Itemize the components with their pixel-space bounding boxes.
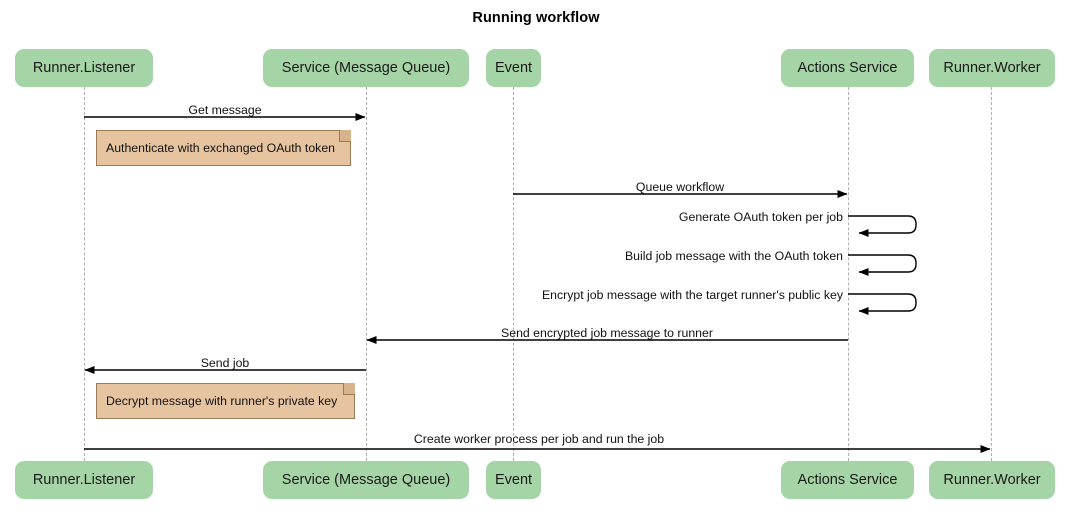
note-label: Decrypt message with runner's private ke…	[106, 394, 338, 408]
participant-runner-listener-bottom[interactable]: Runner.Listener	[15, 461, 153, 499]
lifeline-runner-worker	[991, 87, 992, 461]
message-label-send-encrypted-job-message: Send encrypted job message to runner	[501, 326, 713, 340]
note-fold-corner-icon	[343, 383, 355, 395]
lifeline-runner-listener	[84, 87, 85, 461]
participant-label: Actions Service	[797, 60, 898, 76]
message-label-get-message: Get message	[188, 103, 262, 117]
participant-label: Event	[494, 60, 533, 76]
participant-label: Runner.Worker	[943, 472, 1041, 488]
participant-runner-listener-top[interactable]: Runner.Listener	[15, 49, 153, 87]
note-label: Authenticate with exchanged OAuth token	[106, 141, 336, 155]
message-label-generate-oauth-token-per-job: Generate OAuth token per job	[678, 210, 843, 224]
lifeline-event	[513, 87, 514, 461]
message-selfloop-encrypt-job-message	[848, 293, 917, 315]
participant-service-message-queue-bottom[interactable]: Service (Message Queue)	[263, 461, 469, 499]
participant-runner-worker-top[interactable]: Runner.Worker	[929, 49, 1055, 87]
message-selfloop-generate-oauth-token-per-job	[848, 215, 917, 237]
participant-label: Runner.Listener	[32, 472, 136, 488]
participant-runner-worker-bottom[interactable]: Runner.Worker	[929, 461, 1055, 499]
participant-actions-service-top[interactable]: Actions Service	[781, 49, 914, 87]
lifeline-actions-service	[848, 87, 849, 461]
lifeline-service-message-queue	[366, 87, 367, 461]
page-title: Running workflow	[472, 10, 600, 26]
participant-actions-service-bottom[interactable]: Actions Service	[781, 461, 914, 499]
message-selfloop-build-job-message	[848, 254, 917, 276]
message-label-encrypt-job-message: Encrypt job message with the target runn…	[541, 288, 843, 302]
message-label-create-worker-process: Create worker process per job and run th…	[413, 432, 665, 446]
participant-event-bottom[interactable]: Event	[486, 461, 541, 499]
note-decrypt-note: Decrypt message with runner's private ke…	[96, 383, 355, 419]
participant-label: Runner.Worker	[943, 60, 1041, 76]
participant-service-message-queue-top[interactable]: Service (Message Queue)	[263, 49, 469, 87]
participant-label: Actions Service	[797, 472, 898, 488]
participant-label: Event	[494, 472, 533, 488]
participant-label: Service (Message Queue)	[281, 472, 451, 488]
note-fold-corner-icon	[339, 130, 351, 142]
message-label-build-job-message: Build job message with the OAuth token	[624, 249, 843, 263]
message-label-send-job: Send job	[200, 356, 250, 370]
message-label-queue-workflow: Queue workflow	[635, 180, 725, 194]
participant-label: Service (Message Queue)	[281, 60, 451, 76]
participant-label: Runner.Listener	[32, 60, 136, 76]
note-authenticate-note: Authenticate with exchanged OAuth token	[96, 130, 351, 166]
participant-event-top[interactable]: Event	[486, 49, 541, 87]
